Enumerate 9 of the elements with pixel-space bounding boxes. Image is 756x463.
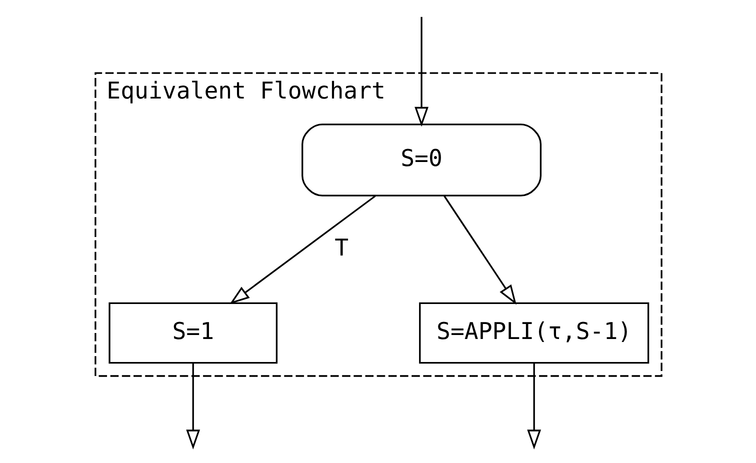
node-box: S=APPLI(τ,S-1) xyxy=(418,302,649,364)
arrow xyxy=(186,362,200,450)
arrow xyxy=(229,194,376,304)
arrow xyxy=(443,195,516,304)
arrow xyxy=(526,362,541,450)
node-box: S=1 xyxy=(108,302,278,364)
arrow xyxy=(414,16,428,126)
edge-label: T xyxy=(334,234,348,262)
node-box: S=0 xyxy=(301,123,542,196)
